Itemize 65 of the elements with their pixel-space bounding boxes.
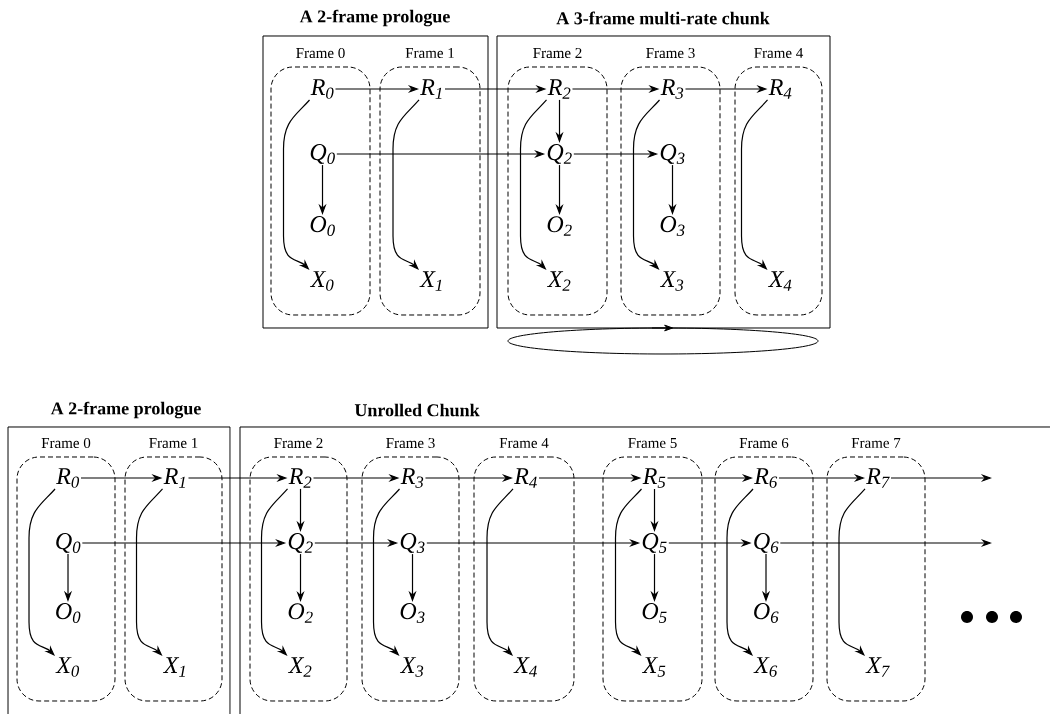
variable-label: X$_{1}$: [419, 271, 442, 291]
variable-label: X$_{4}$: [767, 271, 792, 291]
variable-label: X$_{0}$: [309, 271, 334, 291]
variable-label: R$_{5}$: [642, 468, 666, 488]
variable-label: Q$_{5}$: [642, 533, 667, 553]
variable-label: X$_{2}$: [287, 657, 312, 677]
variable-label: O$_{3}$: [660, 216, 685, 236]
variable-label: Q$_{0}$: [56, 533, 81, 553]
variable-label: X$_{4}$: [513, 657, 537, 677]
variable-label: O$_{0}$: [56, 603, 81, 623]
arrow: [28, 488, 56, 656]
frame-label: Frame 7: [851, 438, 901, 448]
variable-label: Q$_{2}$: [288, 533, 313, 553]
variable-label: O$_{2}$: [547, 216, 572, 236]
arrow: [614, 488, 643, 656]
variable-label: R$_{3}$: [660, 79, 684, 99]
variable-label: R$_{2}$: [288, 468, 312, 488]
frame-label: Frame 1: [405, 48, 454, 58]
frame-label: Frame 5: [628, 438, 677, 448]
variable-label: X$_{3}$: [399, 657, 424, 677]
variable-label: X$_{6}$: [753, 657, 778, 677]
variable-label: X$_{0}$: [55, 657, 80, 677]
variable-label: R$_{4}$: [768, 79, 792, 99]
variable-label: X$_{7}$: [865, 657, 890, 677]
frame-label: Frame 0: [41, 437, 91, 449]
arrow: [282, 99, 311, 270]
variable-label: O$_{0}$: [310, 216, 335, 236]
variable-label: Q$_{2}$: [547, 144, 572, 164]
variable-label: R$_{0}$: [310, 79, 334, 99]
variable-label: R$_{0}$: [56, 468, 80, 488]
frame-label: Frame 3: [646, 47, 695, 59]
arrow: [372, 488, 401, 656]
variable-label: Q$_{3}$: [660, 144, 685, 164]
variable-label: O$_{3}$: [400, 603, 425, 623]
group-heading: Unrolled Chunk: [354, 403, 480, 417]
variable-label: R$_{3}$: [400, 468, 424, 488]
variable-label: O$_{5}$: [642, 603, 667, 623]
variable-label: X$_{2}$: [546, 271, 571, 291]
frame-label: Frame 4: [754, 48, 804, 58]
arrow: [726, 488, 754, 656]
frame-label: Frame 4: [499, 438, 549, 448]
variable-label: R$_{2}$: [547, 79, 571, 99]
frame-label: Frame 1: [149, 438, 198, 448]
variable-label: X$_{1}$: [162, 657, 185, 677]
frame-label: Frame 0: [296, 47, 345, 59]
variable-label: Q$_{0}$: [310, 144, 335, 164]
group-heading: A 2-frame prologue: [50, 401, 201, 419]
variable-label: Q$_{3}$: [400, 533, 425, 553]
variable-label: O$_{6}$: [754, 603, 779, 623]
variable-label: R$_{6}$: [754, 468, 778, 488]
group-heading: A 2-frame prologue: [299, 9, 450, 27]
arrow: [632, 99, 661, 270]
variable-label: R$_{1}$: [163, 468, 185, 488]
variable-label: R$_{1}$: [420, 79, 442, 99]
frame-label: Frame 3: [386, 437, 435, 449]
frame-label: Frame 2: [274, 437, 323, 449]
frame-label: Frame 2: [533, 47, 582, 59]
variable-label: Q$_{6}$: [754, 533, 779, 553]
variable-label: R$_{7}$: [866, 468, 890, 488]
variable-label: X$_{5}$: [641, 657, 666, 677]
frame-label: Frame 6: [739, 437, 789, 449]
variable-label: X$_{3}$: [659, 271, 684, 291]
variable-label: O$_{2}$: [288, 603, 313, 623]
group-heading: A 3-frame multi-rate chunk: [556, 11, 770, 25]
variable-label: R$_{4}$: [514, 468, 537, 488]
